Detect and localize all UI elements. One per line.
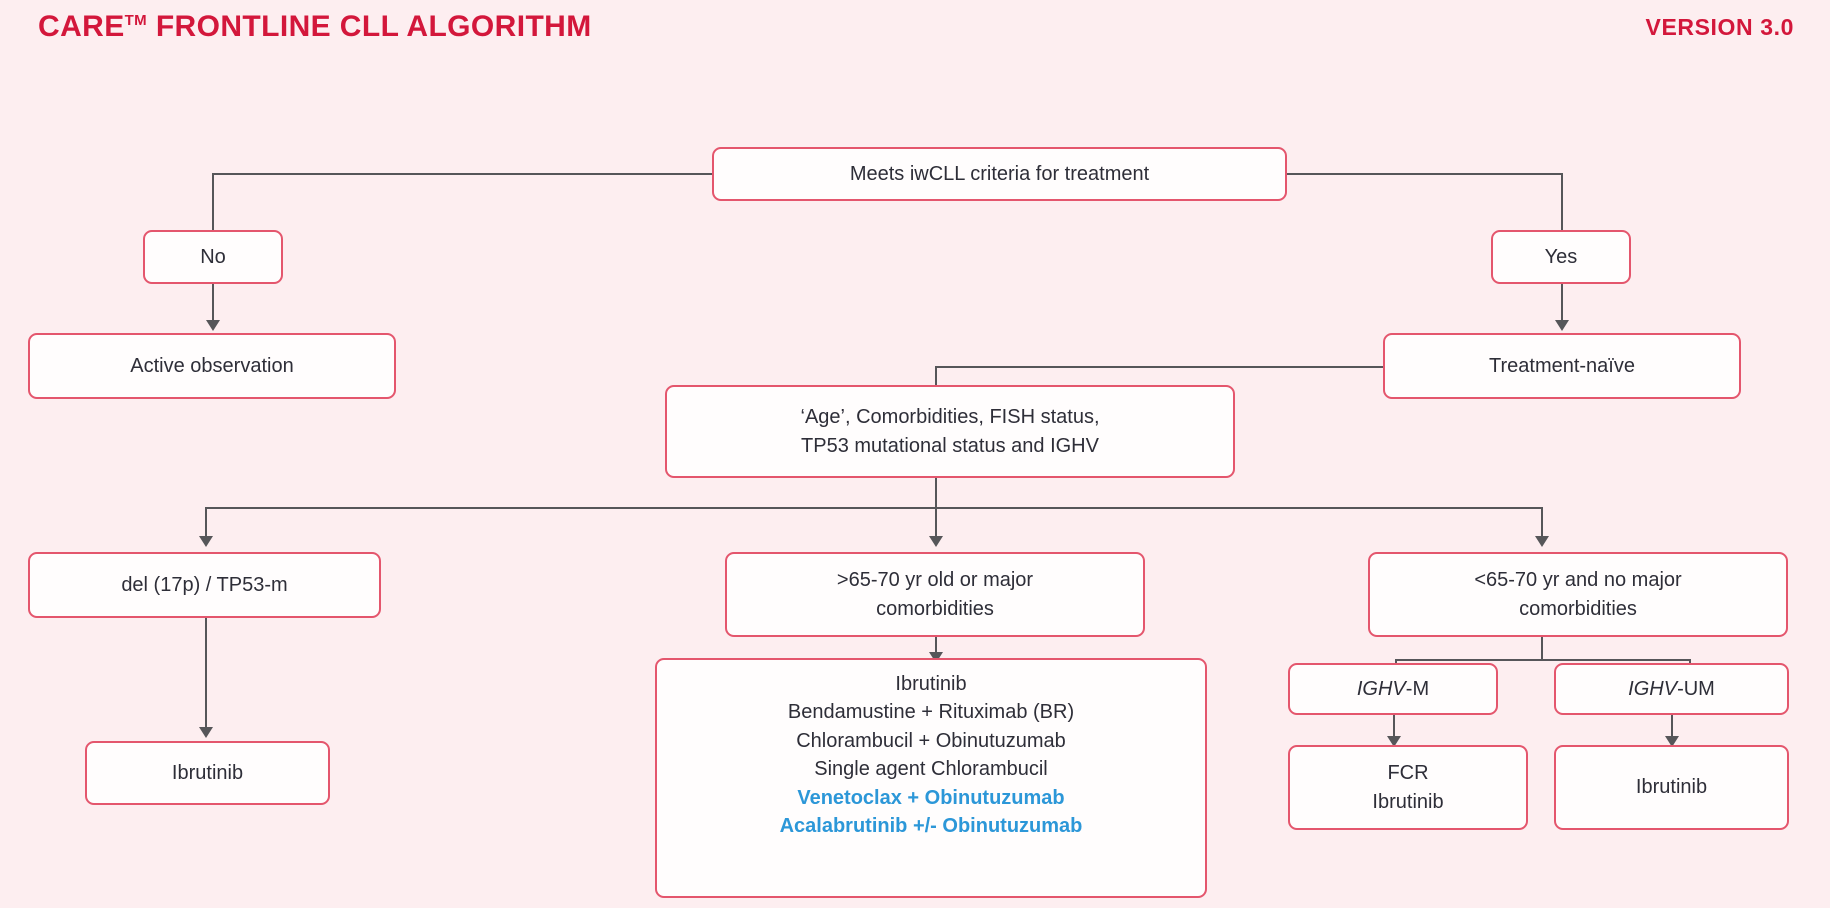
assessment-line-1: ‘Age’, Comorbidities, FISH status,: [800, 406, 1100, 429]
node-meets-iwcll-criteria[interactable]: Meets iwCLL criteria for treatment: [712, 147, 1287, 201]
edge-older-to-treatments: [935, 637, 937, 659]
arrowhead-branch-center: [929, 536, 943, 547]
edge-treatment-naive-to-assessment: [935, 366, 1385, 368]
edge-ighv-um-to-ibrutinib: [1671, 715, 1673, 742]
treatment-option-6: Acalabrutinib +/- Obinutuzumab: [779, 814, 1083, 837]
node-active-observation[interactable]: Active observation: [28, 333, 396, 399]
node-treatment-naive[interactable]: Treatment-naïve: [1383, 333, 1741, 399]
node-ighv-unmutated[interactable]: IGHV-UM: [1554, 663, 1789, 715]
older-line-1: >65-70 yr old or major: [836, 569, 1034, 592]
treatment-option-2: Bendamustine + Rituximab (BR): [787, 701, 1075, 724]
node-ibrutinib-ighv-um[interactable]: Ibrutinib: [1554, 745, 1789, 830]
edge-assessment-down: [935, 478, 937, 508]
node-yes[interactable]: Yes: [1491, 230, 1631, 284]
treatment-option-4: Single agent Chlorambucil: [814, 758, 1048, 781]
arrowhead-branch-left: [199, 536, 213, 547]
node-older-or-comorbidities[interactable]: >65-70 yr old or major comorbidities: [725, 552, 1145, 637]
node-label: Ibrutinib: [1635, 776, 1708, 799]
edge-branch-right: [1541, 507, 1543, 540]
gene-name-ighv: IGHV: [1356, 677, 1406, 700]
node-ibrutinib-del17p[interactable]: Ibrutinib: [85, 741, 330, 805]
edge-del17p-to-ibrutinib: [205, 618, 207, 731]
node-label: del (17p) / TP53-m: [121, 573, 288, 596]
edge-branch-left: [205, 507, 207, 540]
node-treatment-options[interactable]: Ibrutinib Bendamustine + Rituximab (BR) …: [655, 658, 1207, 898]
edge-three-way-bus: [205, 507, 1543, 509]
arrowhead-ighv-m-to-fcr: [1387, 736, 1401, 747]
title-main: CARE: [38, 10, 125, 43]
node-label: Treatment-naïve: [1489, 354, 1635, 377]
edge-ighv-bus: [1395, 659, 1691, 661]
gene-name-ighv: IGHV: [1628, 677, 1678, 700]
trademark-symbol: TM: [124, 12, 148, 29]
arrowhead-yes-to-treatment-naive: [1555, 320, 1569, 331]
edge-criteria-left: [212, 173, 714, 175]
ighv-m-label: IGHV-M: [1357, 675, 1429, 703]
younger-line-2: comorbidities: [1519, 597, 1637, 620]
treatment-option-3: Chlorambucil + Obinutuzumab: [796, 729, 1066, 752]
node-label: Meets iwCLL criteria for treatment: [849, 162, 1150, 185]
title-rest: FRONTLINE CLL ALGORITHM: [147, 10, 592, 43]
arrowhead-branch-right: [1535, 536, 1549, 547]
arrowhead-del17p-to-ibrutinib: [199, 727, 213, 738]
node-ighv-mutated[interactable]: IGHV-M: [1288, 663, 1498, 715]
assessment-line-2: TP53 mutational status and IGHV: [801, 434, 1099, 457]
page-header: CARETM FRONTLINE CLL ALGORITHM VERSION 3…: [0, 0, 1830, 70]
node-assessment-factors[interactable]: ‘Age’, Comorbidities, FISH status, TP53 …: [665, 385, 1235, 478]
node-younger-no-comorbidities[interactable]: <65-70 yr and no major comorbidities: [1368, 552, 1788, 637]
node-fcr-ibrutinib[interactable]: FCR Ibrutinib: [1288, 745, 1528, 830]
ighv-um-label: IGHV-UM: [1628, 675, 1715, 703]
younger-line-1: <65-70 yr and no major: [1474, 569, 1682, 592]
edge-criteria-right: [1285, 173, 1563, 175]
node-del17p-tp53m[interactable]: del (17p) / TP53-m: [28, 552, 381, 618]
ighv-m-suffix: -M: [1405, 677, 1430, 700]
edge-no-to-active-observation: [212, 284, 214, 324]
edge-branch-center: [935, 507, 937, 540]
treatment-option-1: Ibrutinib: [895, 673, 967, 695]
arrowhead-older-to-treatments: [929, 652, 943, 663]
node-label: Ibrutinib: [171, 761, 244, 784]
treatment-option-5: Venetoclax + Obinutuzumab: [797, 786, 1065, 809]
node-label: Active observation: [130, 354, 294, 377]
edge-criteria-right-down: [1561, 173, 1563, 230]
edge-assessment-drop: [935, 366, 937, 398]
node-no[interactable]: No: [143, 230, 283, 284]
edge-yes-to-treatment-naive: [1561, 284, 1563, 324]
version-label: VERSION 3.0: [1645, 14, 1794, 40]
edge-younger-down: [1541, 637, 1543, 660]
edge-criteria-left-down: [212, 173, 214, 230]
node-label: Yes: [1544, 245, 1578, 268]
ighv-um-suffix: -UM: [1677, 677, 1715, 700]
arrowhead-ighv-um-to-ibrutinib: [1665, 736, 1679, 747]
node-label: No: [200, 245, 226, 268]
arrowhead-no-to-active-observation: [206, 320, 220, 331]
edge-ighv-m-to-fcr: [1393, 715, 1395, 742]
fcr-line-1: FCR: [1387, 762, 1429, 785]
older-line-2: comorbidities: [876, 597, 994, 620]
page-title: CARETM FRONTLINE CLL ALGORITHM: [38, 10, 592, 44]
fcr-line-2: Ibrutinib: [1372, 790, 1444, 813]
